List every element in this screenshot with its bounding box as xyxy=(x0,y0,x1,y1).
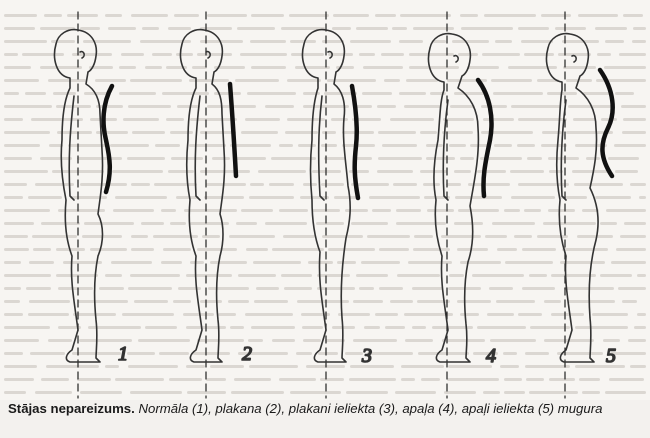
figure-number-3: 3 xyxy=(361,345,372,367)
posture-figure-2: 2 xyxy=(181,12,252,398)
figure-number-2: 2 xyxy=(242,343,252,365)
spine-curve-4 xyxy=(478,80,492,196)
arm-3 xyxy=(319,96,324,200)
posture-figure-4: 4 xyxy=(429,12,496,398)
arm-2 xyxy=(195,96,200,200)
ear-5 xyxy=(572,56,576,62)
figure-number-5: 5 xyxy=(606,345,616,367)
caption-body: Normāla (1), plakana (2), plakani ieliek… xyxy=(138,401,602,416)
figure-caption: Stājas nepareizums. Normāla (1), plakana… xyxy=(8,400,648,417)
figure-number-1: 1 xyxy=(118,343,128,365)
body-outline-5 xyxy=(547,34,598,362)
posture-figure-1: 1 xyxy=(55,12,128,398)
spine-curve-1 xyxy=(104,86,112,192)
spine-curve-3 xyxy=(352,86,358,198)
ear-3 xyxy=(328,52,332,58)
posture-figures: 1 2 3 4 xyxy=(0,0,650,400)
posture-figure-5: 5 xyxy=(547,12,616,398)
ear-2 xyxy=(206,52,210,58)
arm-1 xyxy=(69,96,74,200)
posture-figure: 1 2 3 4 xyxy=(0,0,650,400)
spine-curve-2 xyxy=(230,84,236,176)
body-outline-4 xyxy=(429,34,479,362)
figure-number-4: 4 xyxy=(486,345,496,367)
ear-1 xyxy=(80,52,84,58)
ear-4 xyxy=(454,56,458,62)
body-outline-2 xyxy=(181,30,225,362)
posture-figure-3: 3 xyxy=(303,12,372,398)
caption-title: Stājas nepareizums. xyxy=(8,401,135,416)
spine-curve-5 xyxy=(600,70,613,176)
